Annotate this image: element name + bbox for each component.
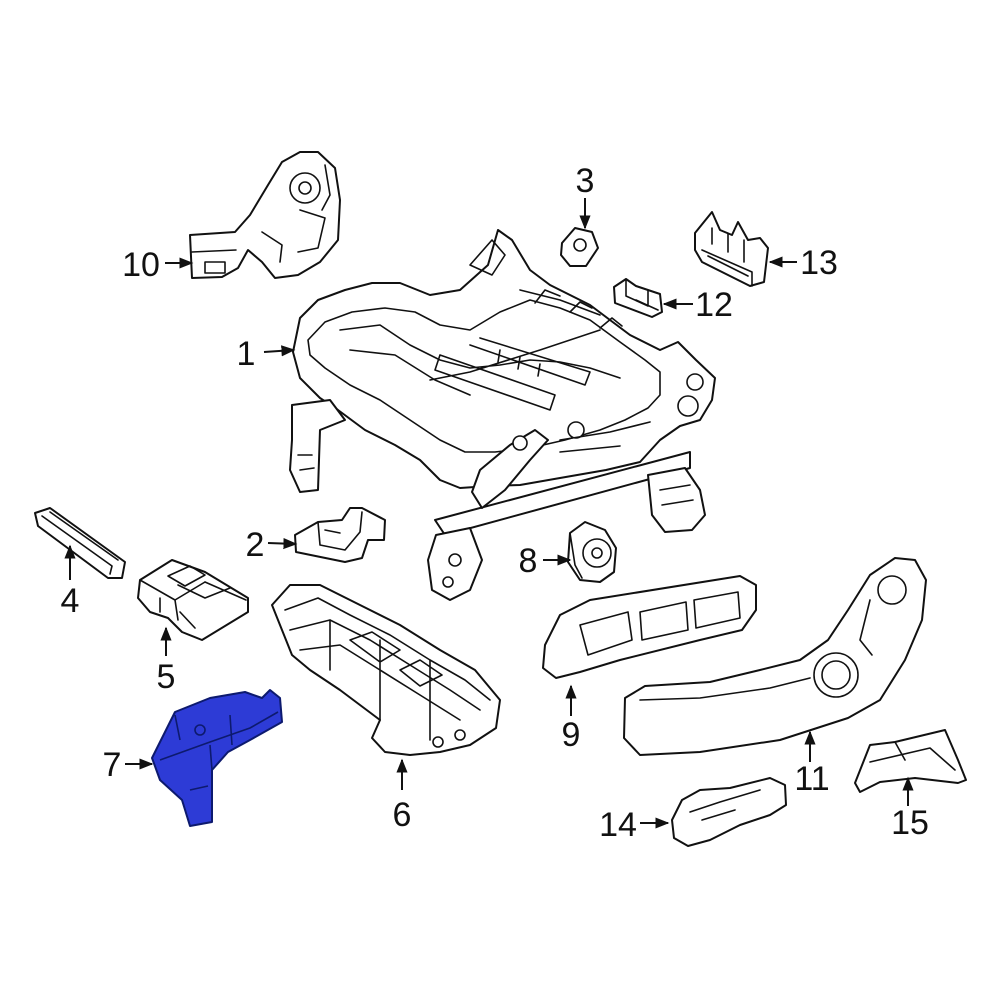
callout-label-9: 9 — [562, 716, 581, 754]
callout-11: 11 — [794, 730, 830, 798]
callout-label-7: 7 — [103, 746, 122, 784]
callout-label-2: 2 — [246, 526, 265, 564]
callout-3: 3 — [576, 162, 595, 230]
part-10-recliner-cover[interactable] — [189, 151, 341, 279]
callout-label-3: 3 — [576, 162, 595, 200]
part-12-clip[interactable] — [613, 278, 663, 318]
part-15-end-cap[interactable] — [854, 729, 967, 793]
part-9-trim-panel[interactable] — [542, 575, 757, 679]
callout-label-4: 4 — [61, 582, 80, 620]
part-5-control-module[interactable] — [137, 559, 249, 641]
callout-label-13: 13 — [800, 244, 838, 282]
callout-9: 9 — [562, 684, 581, 754]
callout-8: 8 — [519, 542, 572, 580]
callout-14: 14 — [599, 806, 670, 844]
callout-label-5: 5 — [157, 658, 176, 696]
callout-10: 10 — [122, 246, 194, 284]
callout-2: 2 — [246, 526, 298, 564]
callout-label-1: 1 — [237, 335, 256, 373]
callout-4: 4 — [61, 544, 80, 620]
part-8-switch[interactable] — [567, 521, 617, 583]
callout-12: 12 — [662, 286, 733, 324]
callout-6: 6 — [393, 758, 412, 834]
callout-13: 13 — [768, 244, 838, 282]
part-6-seat-pan[interactable] — [271, 584, 501, 756]
callout-1: 1 — [237, 335, 296, 373]
callout-label-12: 12 — [695, 286, 733, 324]
part-13-bracket[interactable] — [694, 211, 769, 287]
callout-label-14: 14 — [599, 806, 637, 844]
callout-15: 15 — [891, 776, 929, 842]
part-1-seat-frame[interactable] — [289, 229, 716, 601]
part-11-side-shield[interactable] — [623, 557, 927, 756]
callout-7: 7 — [103, 746, 154, 784]
part-7-shape — [151, 689, 283, 827]
part-3-washer[interactable] — [560, 227, 599, 267]
part-14-handle[interactable] — [671, 777, 787, 847]
callout-5: 5 — [157, 626, 176, 696]
callout-label-8: 8 — [519, 542, 538, 580]
part-4-trim-strip[interactable] — [34, 507, 126, 579]
callout-label-15: 15 — [891, 804, 929, 842]
part-2-small-bracket[interactable] — [294, 507, 386, 563]
callout-label-11: 11 — [794, 760, 829, 798]
callout-label-6: 6 — [393, 796, 412, 834]
part-7-highlighted-bracket[interactable] — [151, 689, 283, 827]
callout-label-10: 10 — [122, 246, 160, 284]
